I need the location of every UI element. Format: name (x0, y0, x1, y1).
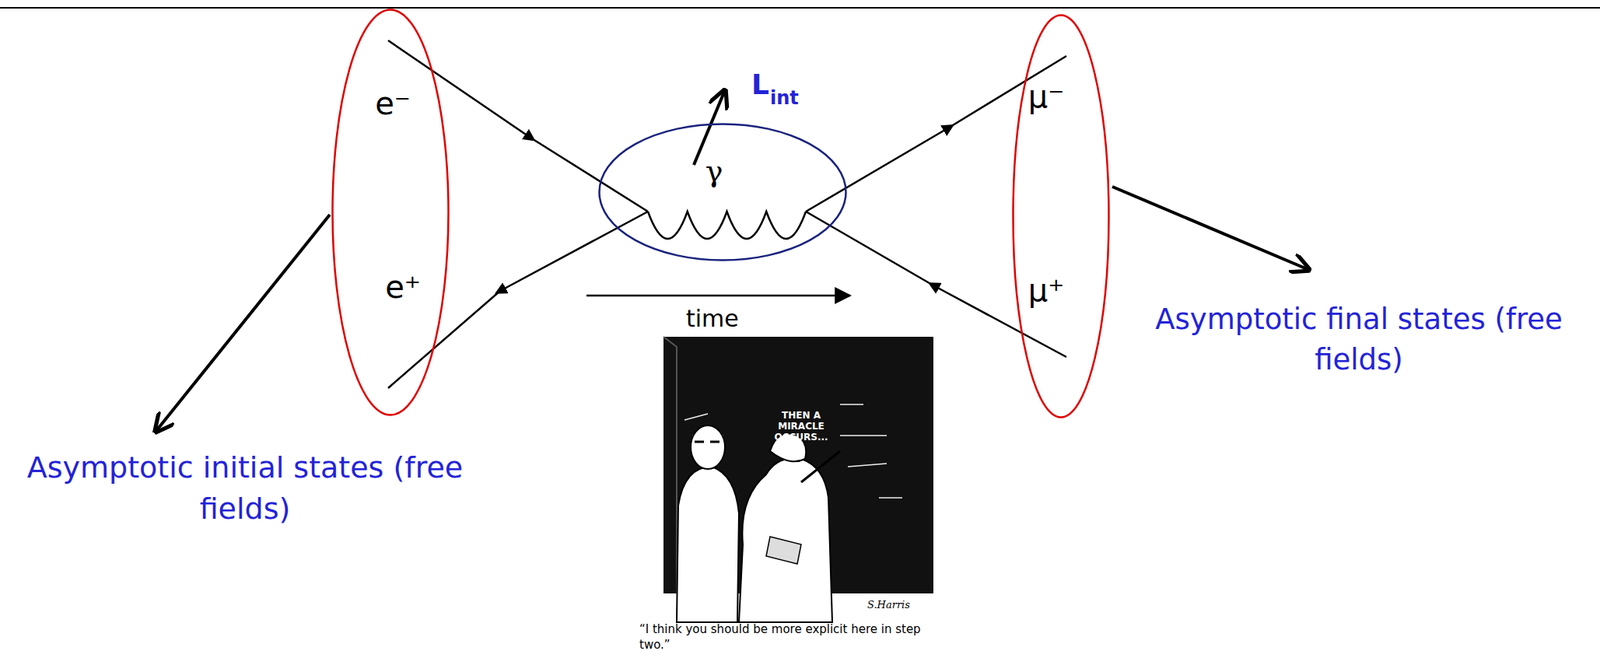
cartoon (663, 336, 934, 623)
lagrangian-symbol: L (751, 68, 770, 101)
initial-state-ellipse: e⁻ e⁺ (331, 8, 450, 417)
final-states-note: Asymptotic final states (free fields) (1133, 299, 1585, 381)
photon-wave (647, 211, 806, 239)
cartoon-caption: “I think you should be more explicit her… (639, 622, 928, 653)
lint-pointer (693, 90, 725, 165)
initial-states-note: Asymptotic initial states (free fields) (7, 447, 483, 530)
particle-label: e⁻ (374, 85, 411, 122)
ellipse-outline (598, 122, 848, 262)
interaction-ellipse: γ (598, 122, 848, 262)
cartoon-signature: S.Harris (867, 598, 911, 611)
particle-label: μ⁻ (1028, 78, 1065, 115)
particle-label: μ⁺ (1028, 272, 1065, 309)
lagrangian-subscript: int (770, 87, 799, 109)
final-pointer (1112, 186, 1310, 270)
ellipse-outline (1011, 14, 1110, 419)
particle-label: e⁺ (385, 269, 421, 305)
initial-pointer (155, 214, 330, 432)
fermion-lines (388, 40, 1067, 389)
time-arrow (586, 294, 851, 298)
top-rule (0, 7, 1600, 9)
particle-label: γ (705, 154, 724, 189)
final-state-ellipse: μ⁻ μ⁺ (1011, 14, 1110, 419)
time-label: time (686, 304, 739, 333)
ellipse-outline (331, 8, 450, 417)
blackboard-text: THEN A MIRACLE OCCURS... (770, 410, 833, 443)
